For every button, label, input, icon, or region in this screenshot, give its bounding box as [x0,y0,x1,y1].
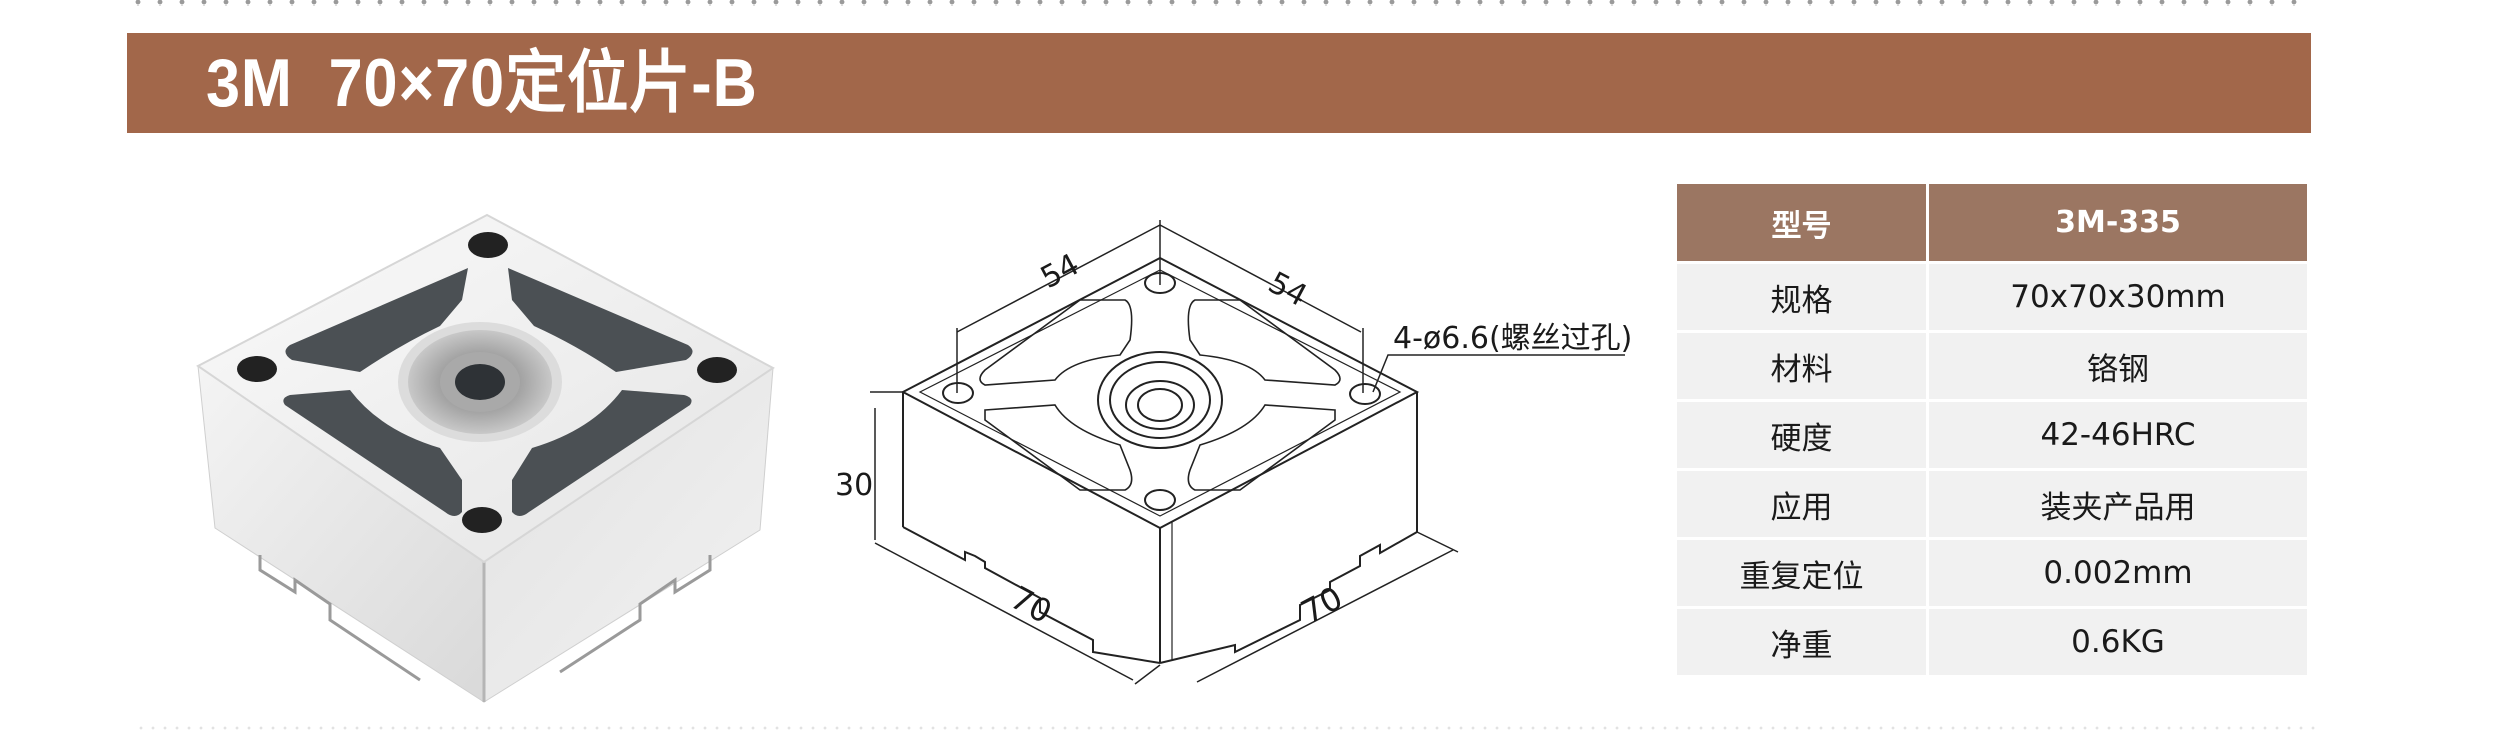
row-value: 70x70x30mm [1929,264,2307,333]
row-label: 硬度 [1677,402,1929,471]
dim-70-left: 70 [1004,579,1058,632]
page-title: 3M 70×70定位片-B [206,45,758,121]
row-value: 0.002mm [1929,540,2307,609]
header-value: 3M-335 [1929,184,2307,264]
dim-54-left: 54 [1035,247,1085,296]
dotted-divider-top [127,0,2311,6]
dotted-divider-bottom [135,726,2315,730]
table-row: 净重 0.6KG [1677,609,2307,678]
row-value: 装夹产品用 [1929,471,2307,540]
table-row: 硬度 42-46HRC [1677,402,2307,471]
table-row: 重复定位 0.002mm [1677,540,2307,609]
table-row: 规格 70x70x30mm [1677,264,2307,333]
header-label: 型号 [1677,184,1929,264]
dim-54-right: 54 [1262,265,1312,314]
dim-30-height: 30 [835,468,873,503]
row-label: 重复定位 [1677,540,1929,609]
product-photo [196,213,775,703]
technical-drawing: 54 54 30 70 70 4-ø6.6(螺丝过孔) [835,220,1632,685]
row-label: 净重 [1677,609,1929,678]
row-label: 规格 [1677,264,1929,333]
dim-70-right: 70 [1295,579,1349,632]
row-value: 42-46HRC [1929,402,2307,471]
spec-table: 型号 3M-335 规格 70x70x30mm 材料 铬钢 硬度 42-46HR… [1677,184,2307,678]
title-banner: 3M 70×70定位片-B [127,33,2311,133]
row-label: 材料 [1677,333,1929,402]
row-label: 应用 [1677,471,1929,540]
row-value: 铬钢 [1929,333,2307,402]
hole-callout: 4-ø6.6(螺丝过孔) [1393,321,1632,356]
row-value: 0.6KG [1929,609,2307,678]
table-row: 材料 铬钢 [1677,333,2307,402]
table-row: 应用 装夹产品用 [1677,471,2307,540]
spec-table-header: 型号 3M-335 [1677,184,2307,264]
